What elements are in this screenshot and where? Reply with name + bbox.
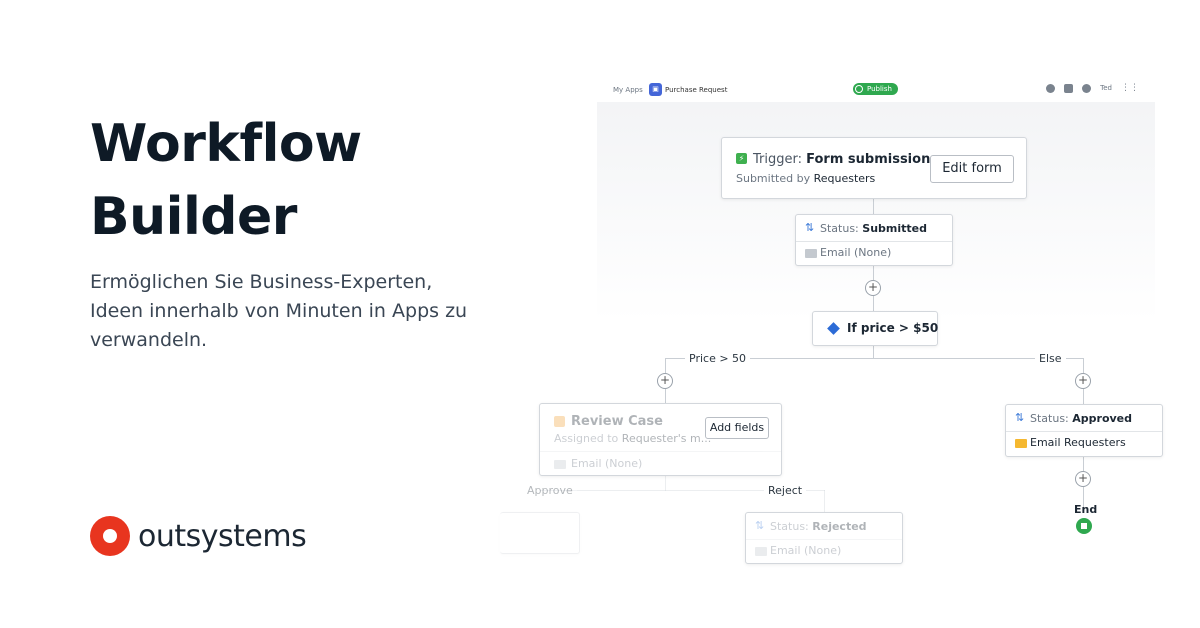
hero-title: Workflow Builder [90,108,362,254]
status-rejected-content: ⇅ Status: Rejected Email (None) [746,513,902,563]
user-avatar[interactable] [1082,83,1092,93]
publish-label: Publish [867,85,892,93]
branch-label-left[interactable]: Price > 50 [685,352,751,365]
outsystems-logo: outsystems [90,516,307,556]
divider [540,451,781,452]
status-email: Email (None) [820,246,892,259]
divider [796,241,952,242]
chat-icon[interactable] [1064,83,1074,93]
status-approved-card[interactable]: ⇅ Status: Approved Email Requesters [1005,404,1163,457]
review-task-icon [554,416,565,427]
hero-subtitle: Ermöglichen Sie Business-Experten, Ideen… [90,271,468,351]
user-name[interactable]: Ted [1100,84,1112,92]
top-bar: My Apps ▣ Purchase Request Publish Ted ⋮… [597,78,1155,102]
status-value: Approved [1072,412,1133,425]
hero-title-line2: Builder [90,186,297,247]
divider [1006,431,1162,432]
email-icon [554,460,566,469]
add-step-button[interactable]: + [865,280,881,296]
status-prefix: Status: [1030,412,1069,425]
divider [746,539,902,540]
hero-title-line1: Workflow [90,114,362,174]
status-submitted-card[interactable]: ⇅ Status: Submitted Email (None) [795,214,953,266]
stop-icon [1081,523,1087,529]
connector [665,475,666,491]
add-step-button[interactable]: + [1075,471,1091,487]
my-apps-link[interactable]: My Apps [613,86,643,94]
condition-diamond-icon [827,322,840,335]
review-case-card[interactable]: Review Case Assigned to Requester's m...… [539,403,782,476]
trigger-sub-prefix: Submitted by [736,172,811,185]
status-rejected-card[interactable]: ⇅ Status: Rejected Email (None) [745,512,903,564]
app-icon: ▣ [649,83,662,96]
trigger-sub-value: Requesters [813,172,876,185]
branch-label-right[interactable]: Else [1035,352,1066,365]
app-name[interactable]: Purchase Request [665,86,728,94]
approve-branch-card [500,512,580,554]
outsystems-logo-mark [90,516,130,556]
condition-label: If price > $50 [847,321,939,335]
review-email: Email (None) [571,457,643,470]
review-case-content: Review Case Assigned to Requester's m...… [540,404,781,475]
status-prefix: Status: [820,222,859,235]
edit-form-button[interactable]: Edit form [930,155,1014,183]
connector [873,346,874,359]
status-arrows-icon: ⇅ [805,221,815,234]
email-icon [1015,439,1027,448]
trigger-prefix: Trigger: [753,152,802,167]
end-label: End [1074,503,1098,516]
help-icon[interactable] [1046,83,1056,93]
top-bar-actions: Ted ⋮⋮ [1046,83,1139,93]
connector [824,490,825,512]
status-arrows-icon: ⇅ [755,519,765,532]
review-sub-prefix: Assigned to [554,432,619,445]
add-step-button[interactable]: + [1075,373,1091,389]
outcome-approve[interactable]: Approve [523,484,577,497]
review-title: Review Case [571,414,663,429]
apps-grid-icon[interactable]: ⋮⋮ [1121,83,1139,93]
status-prefix: Status: [770,520,809,533]
status-email: Email Requesters [1030,436,1126,449]
connector [873,198,874,214]
branch-line [665,358,1084,359]
trigger-name: Form submission [806,152,931,167]
status-value: Submitted [862,222,927,235]
end-node[interactable] [1076,518,1092,534]
status-email: Email (None) [770,544,842,557]
app-window: My Apps ▣ Purchase Request Publish Ted ⋮… [597,78,1155,578]
trigger-card[interactable]: ⚡ Trigger: Form submission Submitted by … [721,137,1027,199]
condition-card[interactable]: If price > $50 [812,311,938,346]
add-step-button[interactable]: + [657,373,673,389]
outcome-reject[interactable]: Reject [764,484,807,497]
add-fields-button[interactable]: Add fields [705,417,769,439]
logo-text: outsystems [138,518,307,554]
email-icon [755,547,767,556]
publish-button[interactable]: Publish [853,83,898,95]
email-icon [805,249,817,258]
trigger-bolt-icon: ⚡ [736,153,747,164]
review-sub-value: Requester's m... [621,432,712,445]
publish-icon [855,85,863,93]
status-value: Rejected [812,520,867,533]
outcome-line [540,490,825,491]
status-arrows-icon: ⇅ [1015,411,1025,424]
